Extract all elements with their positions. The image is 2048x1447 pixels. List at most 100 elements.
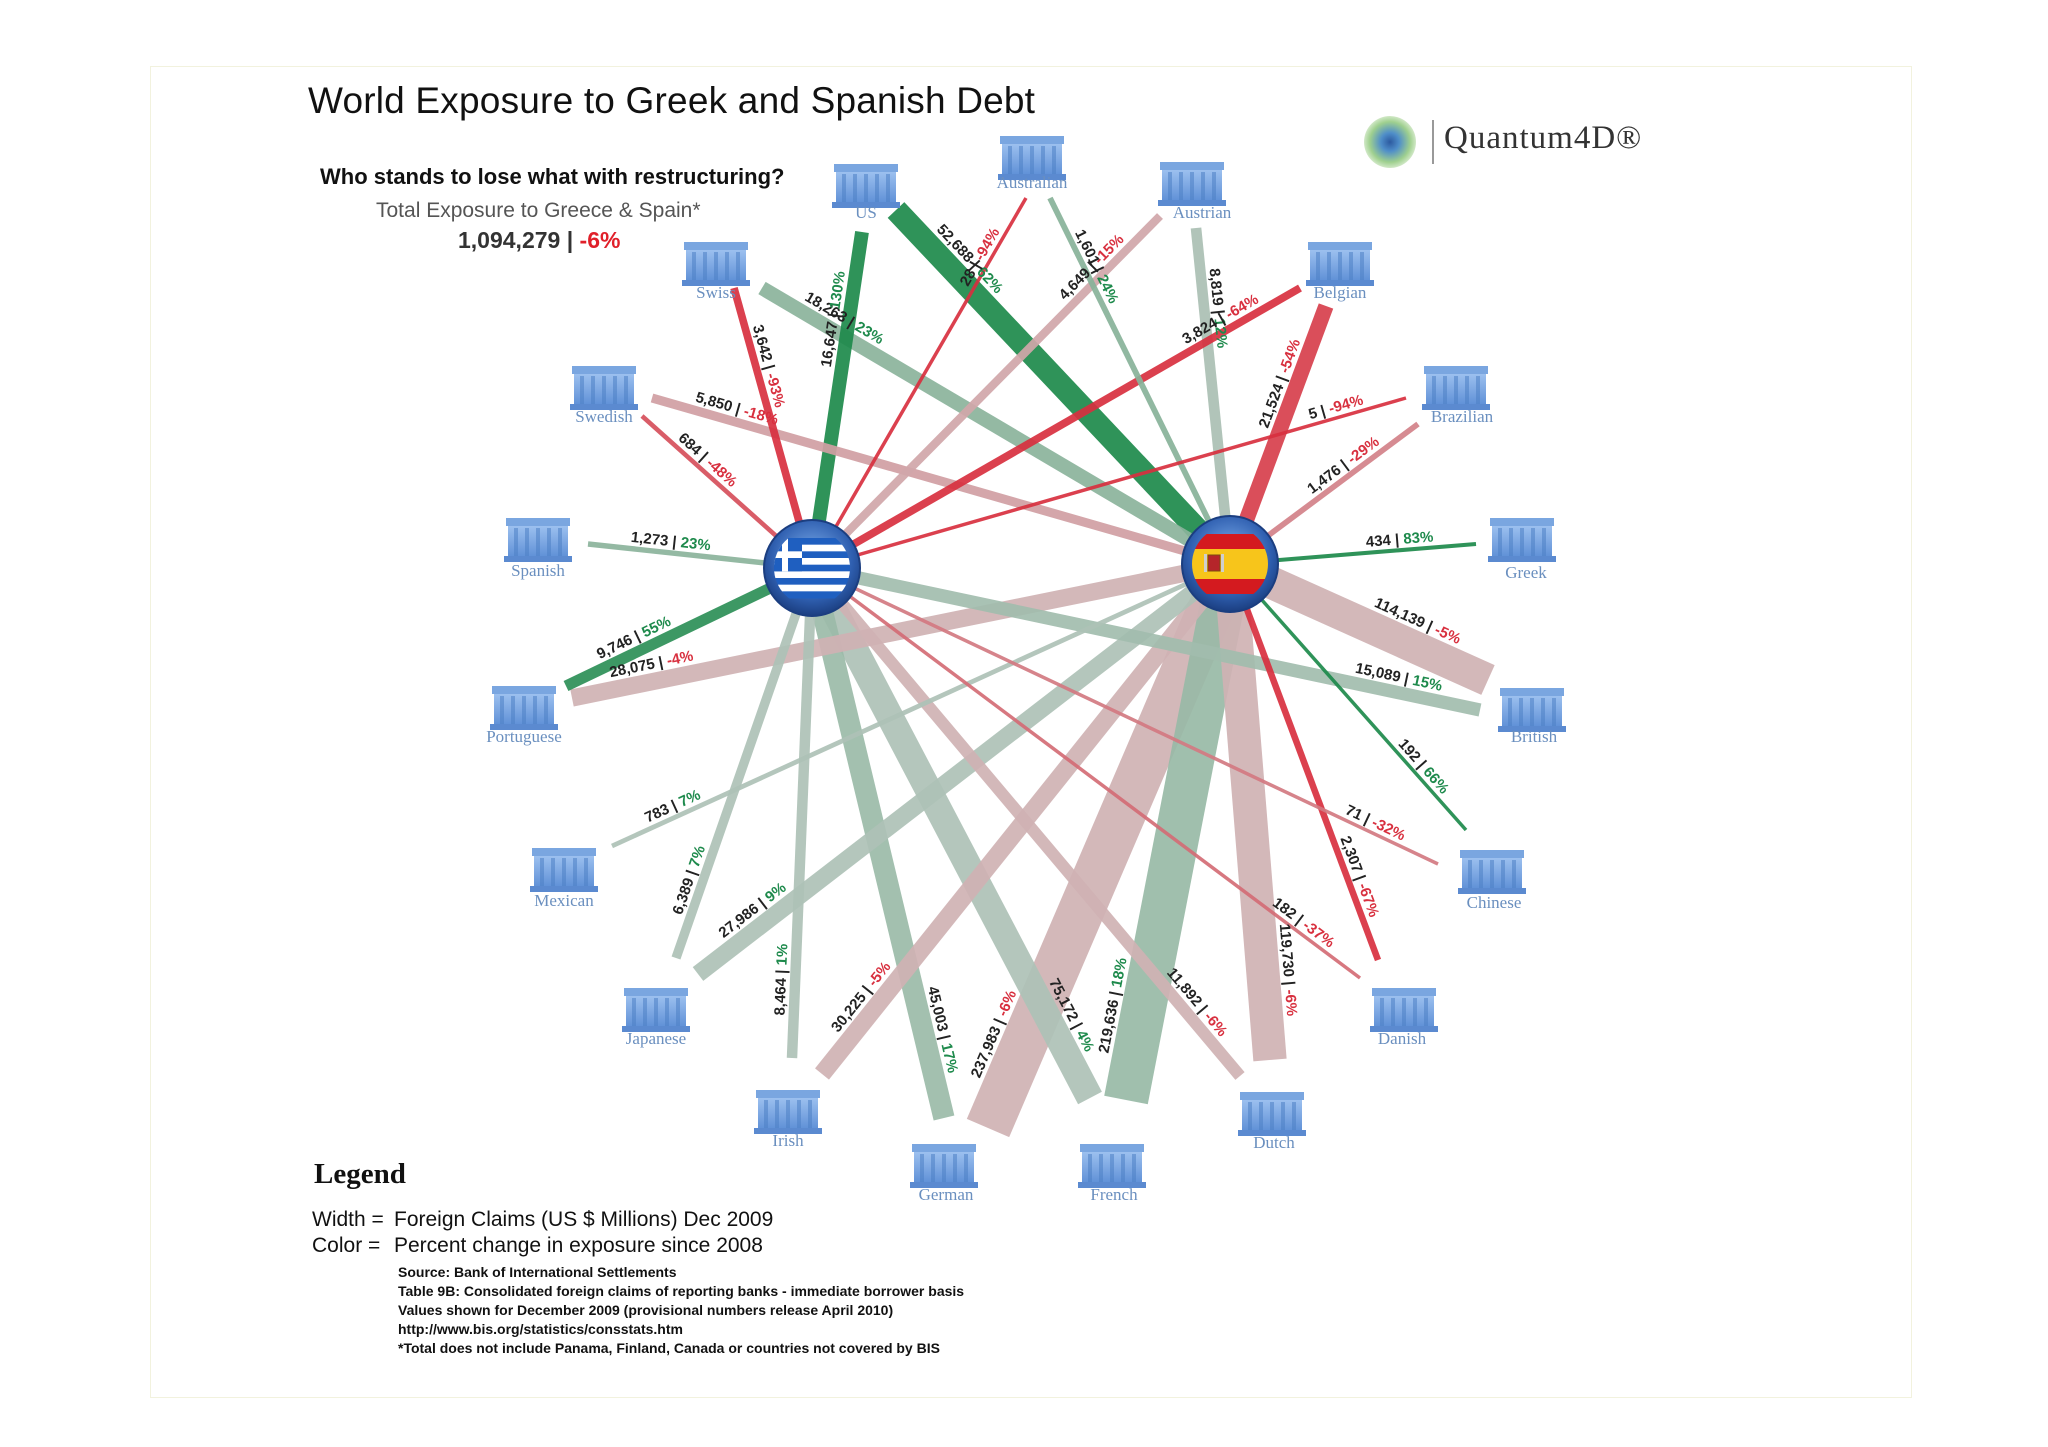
bank-icon xyxy=(1370,988,1438,1032)
bank-icon xyxy=(1458,850,1526,894)
flow-label: 1,476 | -29% xyxy=(1304,433,1382,497)
flow-label: 8,819 | 12% xyxy=(1206,268,1231,349)
bank-icon xyxy=(910,1144,978,1188)
bank-icon xyxy=(622,988,690,1032)
source-line: *Total does not include Panama, Finland,… xyxy=(398,1340,940,1356)
bank-icon xyxy=(1422,366,1490,410)
flow-label: 684 | -48% xyxy=(675,430,740,491)
country-node-german[interactable]: German xyxy=(910,1144,978,1204)
chart-title: World Exposure to Greek and Spanish Debt xyxy=(308,80,1036,121)
flow-layer xyxy=(563,196,1495,1138)
flow-label: 8,464 | 1% xyxy=(771,943,791,1015)
country-node-mexican[interactable]: Mexican xyxy=(530,848,598,910)
bank-icon xyxy=(1078,1144,1146,1188)
country-node-swedish[interactable]: Swedish xyxy=(570,366,638,426)
country-node-british[interactable]: British xyxy=(1498,688,1566,746)
country-label: Belgian xyxy=(1314,283,1367,302)
flow-value: 434 | xyxy=(1365,531,1404,551)
flow-us-to-spain xyxy=(887,202,1239,572)
legend-title: Legend xyxy=(314,1158,406,1190)
flow-value: 5 | xyxy=(1307,401,1332,423)
source-line: Values shown for December 2009 (provisio… xyxy=(398,1302,894,1318)
flow-australian-to-greece xyxy=(810,197,1028,569)
total-exposure: 1,094,279 | -6% xyxy=(458,227,620,254)
flow-label: 192 | 66% xyxy=(1395,736,1453,798)
country-label: Spanish xyxy=(511,561,565,580)
quantum4d-logo: Quantum4D® xyxy=(1364,112,1744,172)
flow-japanese-to-greece xyxy=(671,566,817,960)
country-label: Japanese xyxy=(626,1029,686,1048)
country-label: Irish xyxy=(772,1131,804,1150)
country-node-portuguese[interactable]: Portuguese xyxy=(486,686,562,746)
country-label: Brazilian xyxy=(1431,407,1494,426)
bank-icon xyxy=(570,366,638,410)
bank-icon xyxy=(530,848,598,892)
bank-icon xyxy=(490,686,558,730)
flow-austrian-to-greece xyxy=(809,213,1163,571)
country-label: British xyxy=(1511,727,1558,746)
logo-text: Quantum4D® xyxy=(1444,120,1643,156)
hub-layer xyxy=(763,515,1279,617)
country-node-spanish[interactable]: Spanish xyxy=(504,518,572,580)
flow-us-to-greece xyxy=(805,230,869,570)
country-node-dutch[interactable]: Dutch xyxy=(1238,1092,1306,1152)
country-label: Dutch xyxy=(1253,1133,1295,1152)
flow-label: 1,273 | 23% xyxy=(630,529,711,554)
source-line: http://www.bis.org/statistics/consstats.… xyxy=(398,1321,683,1337)
country-label: US xyxy=(855,203,877,222)
country-label: French xyxy=(1090,1185,1138,1204)
source-line: Table 9B: Consolidated foreign claims of… xyxy=(398,1283,965,1299)
country-label: Chinese xyxy=(1467,893,1522,912)
flow-chinese-to-spain xyxy=(1228,562,1468,832)
bank-icon xyxy=(998,136,1066,180)
country-node-layer: US Australian AustrianBelgianBrazilianGree… xyxy=(486,136,1566,1204)
country-node-greek[interactable]: Greek xyxy=(1488,518,1556,582)
bank-icon xyxy=(1488,518,1556,562)
hub-greece[interactable] xyxy=(763,519,861,617)
flow-brazilian-to-greece xyxy=(811,396,1407,570)
legend-width-row: Width = Foreign Claims (US $ Millions) De… xyxy=(312,1208,773,1232)
country-node-brazilian[interactable]: Brazilian xyxy=(1422,366,1494,426)
hub-spain[interactable] xyxy=(1181,515,1279,613)
country-node-us[interactable]: US xyxy=(832,164,900,222)
flow-swedish-to-spain xyxy=(650,393,1232,569)
country-node-irish[interactable]: Irish xyxy=(754,1090,822,1150)
country-node-belgian[interactable]: Belgian xyxy=(1306,242,1374,302)
flow-percent: 12% xyxy=(1211,317,1231,349)
flow-percent: -4% xyxy=(665,648,695,670)
country-node-danish[interactable]: Danish xyxy=(1370,988,1438,1048)
country-node-french[interactable]: French xyxy=(1078,1144,1146,1204)
legend-color-desc: Percent change in exposure since 2008 xyxy=(394,1234,763,1257)
flow-value: 8,819 | xyxy=(1206,268,1228,320)
flow-danish-to-spain xyxy=(1226,562,1382,962)
flow-value: 8,464 | xyxy=(771,965,790,1016)
country-node-swiss[interactable]: Swiss xyxy=(682,242,750,302)
flow-danish-to-greece xyxy=(810,566,1362,980)
legend-color-key: Color = xyxy=(312,1234,381,1257)
country-node-austrian[interactable]: Austrian xyxy=(1158,162,1232,222)
country-node-japanese[interactable]: Japanese xyxy=(622,988,690,1048)
bank-icon xyxy=(682,242,750,286)
legend-width-key: Width = xyxy=(312,1208,384,1231)
bank-icon xyxy=(754,1090,822,1134)
country-node-australian[interactable]: Australian xyxy=(997,136,1068,192)
flow-percent: 1% xyxy=(774,943,792,965)
flow-french-to-greece xyxy=(800,561,1102,1105)
flow-percent: 83% xyxy=(1403,528,1434,547)
country-node-chinese[interactable]: Chinese xyxy=(1458,850,1526,912)
country-label: Mexican xyxy=(534,891,594,910)
flow-austrian-to-spain xyxy=(1190,227,1236,565)
flow-percent: 17% xyxy=(938,1042,962,1075)
bank-icon xyxy=(1498,688,1566,732)
legend-width-desc: Foreign Claims (US $ Millions) Dec 2009 xyxy=(394,1208,774,1231)
country-label: Swiss xyxy=(696,283,736,302)
flow-british-to-greece xyxy=(810,561,1482,717)
flow-value: 1,273 | xyxy=(630,529,682,551)
flow-irish-to-greece xyxy=(786,567,818,1059)
flow-percent: 7% xyxy=(686,843,709,869)
flow-label: 434 | 83% xyxy=(1365,528,1434,550)
source-line: Source: Bank of International Settlement… xyxy=(398,1264,677,1280)
flow-value: 119,730 | xyxy=(1276,923,1298,990)
flow-australian-to-spain xyxy=(1047,196,1233,566)
